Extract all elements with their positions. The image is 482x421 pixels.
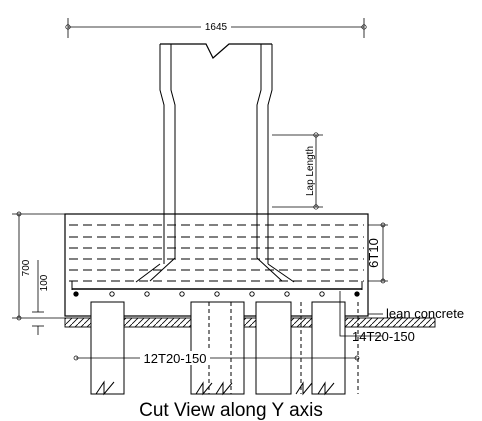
lean-concrete-callout: lean concrete	[368, 306, 464, 321]
drawing-caption: Cut View along Y axis	[139, 400, 323, 421]
footing-outline	[64, 213, 369, 317]
footing-depth-dimension: 700	[12, 211, 65, 321]
lean-concrete-label: lean concrete	[386, 306, 464, 321]
side-bars-dimension: 6T10	[366, 222, 388, 284]
pile-break-marks	[95, 380, 335, 396]
bottom-reinforcement-layer	[71, 281, 363, 297]
lap-length-label: Lap Length	[305, 146, 316, 196]
overall-width-dimension: 1645	[65, 18, 367, 38]
blinding-depth-dimension: 100	[32, 260, 50, 335]
footing-depth-label: 700	[21, 259, 32, 276]
lean-concrete-layer	[64, 317, 436, 328]
overall-width-label: 1645	[205, 22, 228, 33]
bottom-bars-x-label: 12T20-150	[144, 351, 207, 366]
piles	[90, 301, 359, 395]
column-starter-bars	[135, 44, 295, 283]
bottom-bars-y-callout: 14T20-150	[339, 291, 415, 344]
side-bars-label: 6T10	[366, 238, 381, 268]
blinding-depth-label: 100	[39, 274, 50, 291]
bottom-bars-x-dimension: 12T20-150	[73, 351, 360, 366]
break-line-symbol	[160, 43, 272, 59]
lap-length-dimension: Lap Length	[272, 132, 323, 210]
bottom-bars-y-label: 14T20-150	[352, 329, 415, 344]
side-reinforcement-bars	[69, 224, 364, 282]
